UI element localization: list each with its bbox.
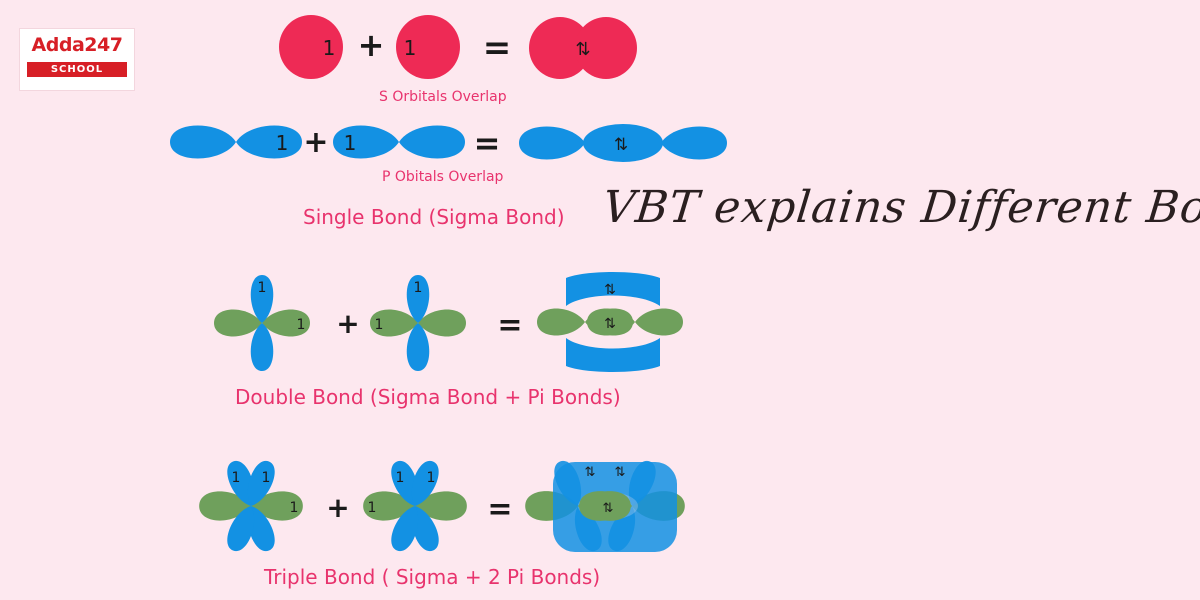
p-orbital-overlap	[519, 124, 727, 162]
equals-sign: =	[483, 28, 512, 68]
electron-up: 1	[344, 131, 357, 155]
electron-up: 1	[232, 470, 241, 486]
electron-up: 1	[404, 36, 417, 60]
electron-pair: ⇅	[585, 465, 596, 480]
electron-up: 1	[368, 500, 377, 516]
s-overlap-caption: S Orbitals Overlap	[379, 89, 507, 105]
p-overlap-caption: P Obitals Overlap	[382, 169, 504, 185]
double-bond-overlap	[537, 272, 683, 372]
logo-name: Adda247	[31, 34, 123, 56]
double-bond-row: 1 1 + 1 1 = ⇅ ⇅	[214, 272, 683, 372]
electron-pair: ⇅	[604, 282, 616, 298]
electron-up: 1	[297, 317, 306, 333]
plus-sign: +	[336, 307, 359, 340]
s-orbital-overlap	[529, 17, 637, 79]
sp-orbital-1	[199, 457, 303, 555]
logo-sub: SCHOOL	[27, 62, 127, 77]
equals-sign: =	[474, 124, 501, 162]
electron-pair: ⇅	[615, 465, 626, 480]
plus-sign: +	[358, 26, 385, 64]
double-bond-caption: Double Bond (Sigma Bond + Pi Bonds)	[235, 385, 621, 409]
electron-pair: ⇅	[603, 501, 614, 516]
plus-sign: +	[303, 125, 328, 160]
headline: VBT explains Different Bond	[600, 182, 1200, 233]
s-overlap-row: 1 + 1 = ⇅	[279, 15, 637, 79]
p-overlap-row: 1 + 1 = ⇅	[170, 124, 727, 162]
electron-up: 1	[262, 470, 271, 486]
s-orbital-2	[396, 15, 460, 79]
electron-pair: ⇅	[604, 316, 616, 332]
single-bond-caption: Single Bond (Sigma Bond)	[303, 205, 565, 229]
electron-up: 1	[414, 280, 423, 296]
s-orbital-1	[279, 15, 343, 79]
electron-up: 1	[427, 470, 436, 486]
sp-orbital-2	[363, 457, 467, 555]
pi-bond-cloud	[566, 272, 660, 372]
electron-up: 1	[396, 470, 405, 486]
electron-up: 1	[323, 36, 336, 60]
equals-sign: =	[487, 492, 512, 527]
adda247-logo: Adda247 SCHOOL	[20, 29, 134, 90]
electron-pair: ⇅	[575, 39, 590, 60]
triple-bond-row: 1 1 1 + 1 1 1 =	[199, 457, 685, 555]
electron-up: 1	[276, 131, 289, 155]
plus-sign: +	[326, 491, 349, 524]
triple-bond-caption: Triple Bond ( Sigma + 2 Pi Bonds)	[264, 565, 601, 589]
electron-up: 1	[375, 317, 384, 333]
equals-sign: =	[497, 308, 522, 343]
electron-up: 1	[290, 500, 299, 516]
electron-up: 1	[258, 280, 267, 296]
triple-bond-overlap	[525, 457, 685, 555]
electron-pair: ⇅	[614, 135, 628, 155]
